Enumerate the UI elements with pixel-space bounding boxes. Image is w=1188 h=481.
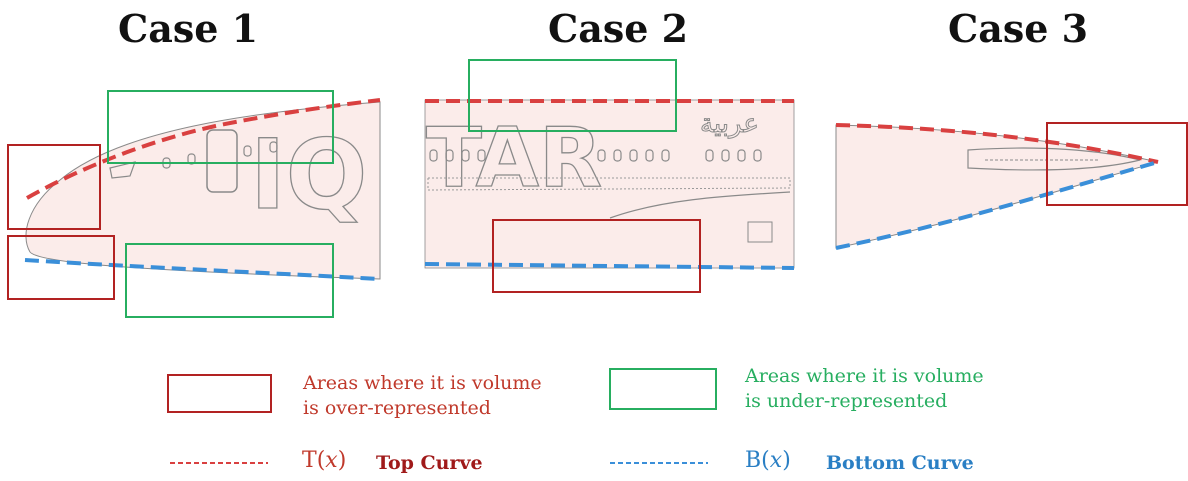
case-3-over-box <box>1046 122 1188 206</box>
case-2-under-box <box>468 59 677 132</box>
case-1-door <box>206 129 238 193</box>
legend-top-symbol: T(x) <box>302 448 347 473</box>
case-3-panel <box>835 122 1188 250</box>
legend-under-text: Areas where it is volume is under-repres… <box>745 364 984 414</box>
case-2-texture-band <box>427 177 791 191</box>
case-2-over-box <box>492 219 701 293</box>
case-3-title: Case 3 <box>948 6 1089 51</box>
legend-over-line2: is over-represented <box>303 397 491 419</box>
case-2-panel: TAR عربية <box>424 59 795 293</box>
case-2-bottom-curve <box>424 262 795 270</box>
case-2-hatch <box>747 221 773 243</box>
case-1-lettering: IQ <box>250 119 367 231</box>
case-1-over-box-bottom <box>7 235 115 300</box>
legend-under-line2: is under-represented <box>745 390 948 412</box>
case-1-title: Case 1 <box>118 6 259 51</box>
legend-bottom-symbol: B(x) <box>745 448 791 473</box>
case-3-top-curve <box>835 123 1159 164</box>
case-2-wing-line <box>609 191 791 219</box>
case-1-bottom-curve <box>24 258 381 281</box>
case-3-fuselage <box>835 124 1159 249</box>
case-3-bottom-curve <box>835 160 1159 250</box>
case-1-over-box-top <box>7 144 101 230</box>
legend-over-line1: Areas where it is volume <box>303 372 542 394</box>
legend-under-swatch <box>609 368 717 410</box>
case-2-arabic-lettering: عربية <box>700 109 759 139</box>
case-1-panel: IQ <box>7 90 381 318</box>
legend-under-line1: Areas where it is volume <box>745 365 984 387</box>
legend-bottom-label: Bottom Curve <box>826 452 974 474</box>
case-2-fuselage <box>424 99 795 269</box>
case-1-top-curve <box>26 98 381 200</box>
case-1-under-box-top <box>107 90 334 164</box>
legend-over-text: Areas where it is volume is over-represe… <box>303 371 542 421</box>
case-2-lettering: TAR <box>426 111 602 206</box>
case-2-title: Case 2 <box>548 6 689 51</box>
legend-over-swatch <box>167 374 272 413</box>
legend-top-label: Top Curve <box>376 452 483 474</box>
case-2-windows <box>429 149 762 162</box>
case-1-under-box-bottom <box>125 243 334 318</box>
